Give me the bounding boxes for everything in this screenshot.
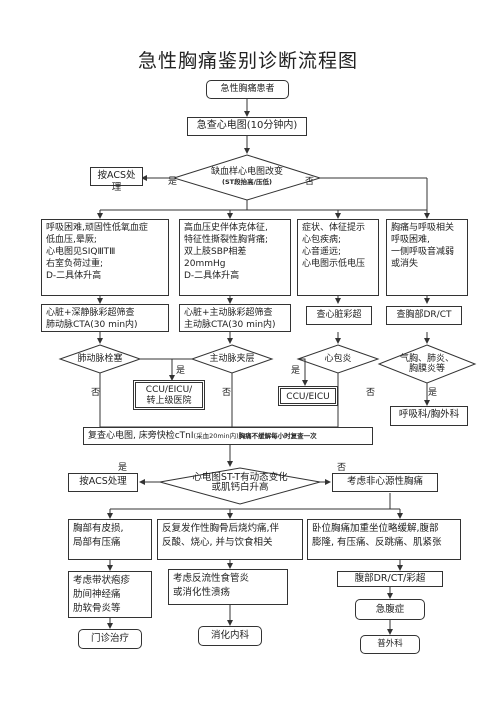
no-label: 否 bbox=[366, 388, 376, 398]
reflux-symptom-box: 反复发作性胸骨后烧灼痛,伴 反酸、烧心, 并与饮食相关 bbox=[157, 519, 303, 560]
ischemic-ecg-decision: 缺血样心电图改变 (ST段抬高/压低) bbox=[190, 163, 304, 191]
dissection-diagnosis: 主动脉夹层 bbox=[209, 354, 255, 364]
ecg-box: 急查心电图(10分钟内) bbox=[187, 117, 307, 136]
decision2-no-label: 否 bbox=[337, 463, 347, 473]
pc-line: 心包疾病; bbox=[302, 235, 342, 245]
c1-line: 考虑带状疱疹 bbox=[73, 575, 131, 586]
pc-line: 症状、体征提示 bbox=[302, 223, 366, 233]
ad-exam-line: 心脏+主动脉彩超筛查 bbox=[184, 308, 273, 318]
herpes-zoster-box: 考虑带状疱疹 肋间神经痛 肋软骨炎等 bbox=[68, 571, 152, 618]
echo-exam-box: 查心脏彩超 bbox=[306, 306, 372, 325]
c2-line: 或消化性溃疡 bbox=[173, 587, 231, 598]
gastroenterology-box: 消化内科 bbox=[198, 626, 262, 646]
pericardial-symptom-box: 症状、体征提示 心包疾病; 心音遥远; 心电图示低电压 bbox=[297, 219, 379, 296]
no-label: 否 bbox=[222, 388, 232, 398]
c1-line: 肋间神经痛 bbox=[73, 589, 121, 600]
b1-line: 胸部有皮损, bbox=[73, 523, 124, 534]
pe-line: 右室负荷过重; bbox=[46, 259, 104, 269]
acs-box-top: 按ACS处理 bbox=[90, 167, 143, 193]
recheck-paren: (采血20min内) bbox=[193, 432, 239, 440]
acute-abdomen-box: 急腹症 bbox=[355, 599, 425, 620]
c2-line: 考虑反流性食管炎 bbox=[173, 573, 250, 584]
dissection-symptom-box: 高血压史伴体克体征, 特征性撕裂性胸背痛; 双上肢SBP相差20mmHg D-二… bbox=[179, 219, 291, 296]
b2-line: 反复发作性胸骨后烧灼痛,伴 bbox=[162, 523, 280, 534]
yes-label: 是 bbox=[291, 366, 301, 376]
pe-line: D-二具体升高 bbox=[46, 271, 102, 281]
recheck-box: 复查心电图, 床旁快检cTnI(采血20min内)胸痛不缓解每小时复查一次 bbox=[83, 427, 373, 445]
decision-no-label: 否 bbox=[305, 177, 315, 187]
ccu-line: CCU/EICU/ bbox=[145, 385, 193, 395]
dissection-exam-box: 心脏+主动脉彩超筛查 主动脉CTA(30 min内) bbox=[179, 304, 291, 332]
pericarditis-diagnosis: 心包炎 bbox=[324, 354, 352, 364]
ad-line: 双上肢SBP相差20mmHg bbox=[184, 247, 247, 269]
respiratory-symptom-box: 胸痛与呼吸相关 呼吸困难, 一侧呼吸音减弱 或消失 bbox=[386, 219, 468, 296]
skin-lesion-box: 胸部有皮损, 局部有压痛 bbox=[68, 519, 152, 560]
dx4-line: 气胸、肺炎、 bbox=[399, 354, 454, 364]
resp-line: 一侧呼吸音减弱 bbox=[391, 247, 455, 257]
pc-line: 心音遥远; bbox=[302, 247, 342, 257]
decision2-yes-label: 是 bbox=[118, 463, 128, 473]
resp-line: 胸痛与呼吸相关 bbox=[391, 223, 455, 233]
ccu-box: CCU/EICU bbox=[278, 386, 338, 406]
pe-exam-line: 心脏+深静脉彩超筛查 bbox=[46, 308, 135, 318]
pe-line: 低血压,晕厥; bbox=[46, 235, 97, 245]
yes-label: 是 bbox=[176, 366, 186, 376]
resp-line: 或消失 bbox=[391, 259, 419, 269]
d2-line2: 或肌钙白升高 bbox=[211, 482, 269, 493]
b1-line: 局部有压痛 bbox=[73, 537, 121, 548]
start-box: 急性胸痛患者 bbox=[206, 80, 289, 99]
b3-line: 卧位胸痛加重坐位略缓解,腹部 bbox=[312, 523, 439, 534]
dx4-line: 胸膜炎等 bbox=[408, 364, 445, 374]
abdominal-symptom-box: 卧位胸痛加重坐位略缓解,腹部 膨隆, 有压痛、反跳痛、肌紧张 bbox=[307, 519, 461, 560]
ad-line: 高血压史伴体克体征, bbox=[184, 223, 268, 233]
resp-thoracic-box: 呼吸科/胸外科 bbox=[390, 406, 468, 426]
pneumothorax-diagnosis: 气胸、肺炎、 胸膜炎等 bbox=[388, 352, 466, 376]
ad-exam-line: 主动脉CTA(30 min内) bbox=[184, 320, 276, 330]
pe-symptom-box: 呼吸困难,顽固性低氧血症 低血压,晕厥; 心电图见SⅠQⅢTⅢ 右室负荷过重; … bbox=[41, 219, 169, 296]
no-label: 否 bbox=[91, 388, 101, 398]
pe-exam-box: 心脏+深静脉彩超筛查 肺动脉CTA(30 min内) bbox=[41, 304, 169, 332]
resp-line: 呼吸困难, bbox=[391, 235, 430, 245]
b2-line: 反酸、烧心, 并与饮食相关 bbox=[162, 537, 273, 548]
c1-line: 肋软骨炎等 bbox=[73, 603, 121, 614]
ad-line: 特征性撕裂性胸背痛; bbox=[184, 235, 269, 245]
pe-diagnosis: 肺动脉栓塞 bbox=[77, 354, 123, 364]
outpatient-box: 门诊治疗 bbox=[78, 629, 142, 649]
pe-exam-line: 肺动脉CTA(30 min内) bbox=[46, 320, 138, 330]
page-title: 急性胸痛鉴别诊断流程图 bbox=[137, 50, 358, 72]
acs-box-bottom: 按ACS处理 bbox=[68, 473, 138, 492]
abdominal-imaging-box: 腹部DR/CT/彩超 bbox=[337, 571, 443, 587]
yes-label: 是 bbox=[428, 388, 438, 398]
recheck-main: 复查心电图, 床旁快检cTnI bbox=[88, 431, 194, 441]
pc-line: 心电图示低电压 bbox=[302, 259, 366, 269]
noncardiac-box: 考虑非心源性胸痛 bbox=[332, 473, 438, 492]
general-surgery-box: 普外科 bbox=[360, 635, 420, 654]
dynamic-ecg-decision: 心电图ST-T有动态变化 或肌钙白升高 bbox=[172, 472, 308, 494]
decision-line1: 缺血样心电图改变 bbox=[210, 167, 283, 177]
decision-line2: (ST段抬高/压低) bbox=[222, 178, 272, 186]
ad-line: D-二具体升高 bbox=[184, 271, 240, 281]
decision-yes-label: 是 bbox=[168, 177, 178, 187]
b3-line: 膨隆, 有压痛、反跳痛、肌紧张 bbox=[312, 537, 442, 548]
d2-line1: 心电图ST-T有动态变化 bbox=[192, 472, 288, 483]
pe-line: 呼吸困难,顽固性低氧血症 bbox=[46, 223, 148, 233]
pe-line: 心电图见SⅠQⅢTⅢ bbox=[46, 247, 116, 257]
chest-ct-box: 查胸部DR/CT bbox=[386, 306, 462, 325]
recheck-note: 胸痛不缓解每小时复查一次 bbox=[238, 432, 317, 440]
ccu-transfer-box: CCU/EICU/ 转上级医院 bbox=[133, 380, 205, 410]
ccu-line: 转上级医院 bbox=[146, 396, 192, 406]
reflux-esophagitis-box: 考虑反流性食管炎 或消化性溃疡 bbox=[168, 569, 288, 605]
